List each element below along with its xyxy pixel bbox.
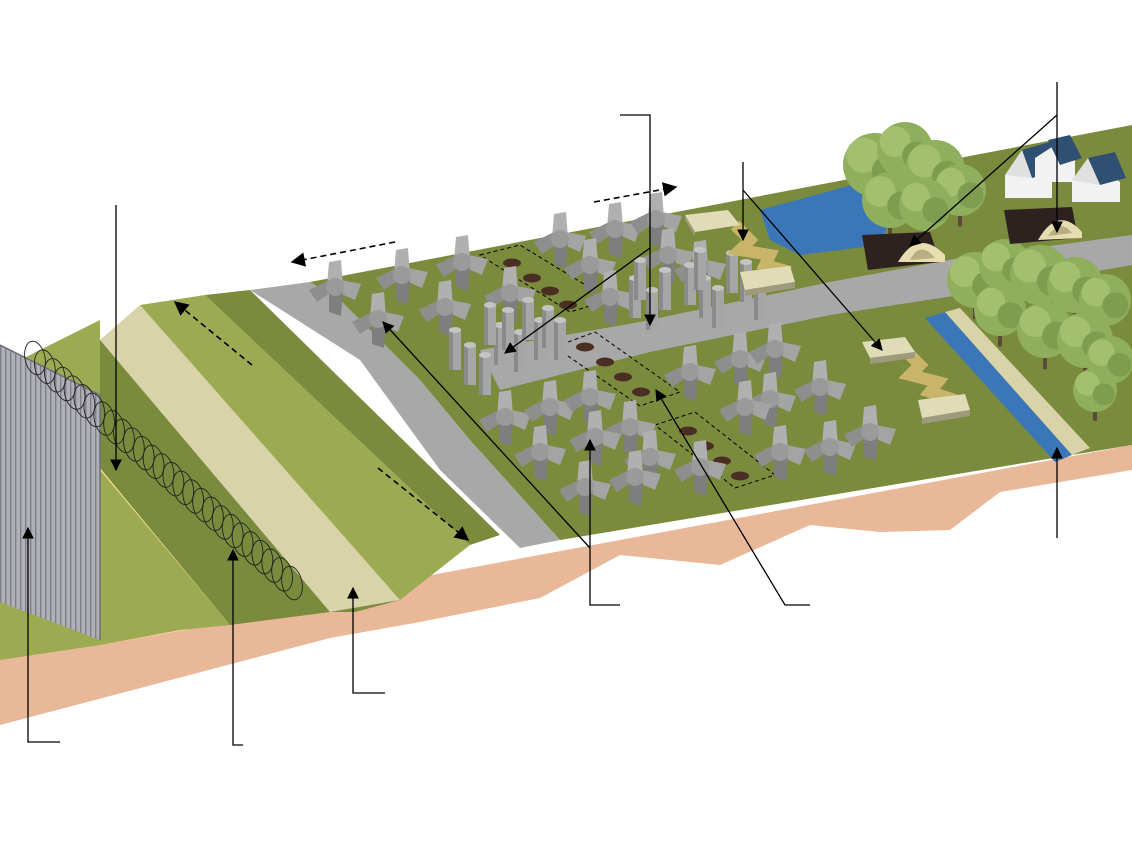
- wire-loop: [113, 418, 135, 454]
- bollard: [502, 307, 514, 350]
- tetrapod: [376, 248, 428, 304]
- bollard: [542, 305, 554, 348]
- callout-bunkers-b: [909, 114, 1058, 247]
- callout-razor-wire: [227, 548, 243, 746]
- patrol-road: [250, 282, 560, 548]
- tetrapod: [534, 212, 586, 268]
- callout-trench-b: [742, 189, 883, 351]
- direction-arrow: [290, 241, 396, 267]
- callout-bollards: [620, 114, 656, 327]
- bollard: [684, 262, 696, 305]
- tetrapod: [804, 420, 856, 476]
- wire-loop: [83, 392, 106, 428]
- tetrapod: [674, 440, 726, 496]
- tetrapod: [479, 390, 531, 446]
- direction-arrow: [173, 301, 253, 366]
- tetrapod: [714, 332, 766, 388]
- tree-cover: [843, 122, 1132, 421]
- razor-wire-coil: [24, 340, 303, 601]
- wire-loop: [172, 470, 195, 506]
- village-houses: [1005, 135, 1126, 202]
- bollard: [554, 317, 566, 360]
- wire-loop: [231, 522, 254, 557]
- wire-loop: [34, 349, 56, 384]
- callout-bollards-b: [504, 247, 651, 354]
- callout-berm-base: [347, 586, 385, 694]
- mine-pit-rows: [478, 244, 777, 489]
- tetrapod: [484, 266, 536, 322]
- tree: [1073, 368, 1117, 421]
- tetrapod: [794, 360, 846, 416]
- bollard: [712, 285, 724, 328]
- wire-loop: [93, 401, 116, 436]
- wire-loop: [152, 453, 175, 488]
- tetrapod: [844, 405, 896, 461]
- canal-bank: [945, 308, 1090, 455]
- bunker: [1004, 207, 1082, 244]
- bollard: [646, 287, 658, 330]
- wire-loop: [73, 384, 96, 419]
- callout-fence: [22, 526, 60, 743]
- tetrapod: [749, 322, 801, 378]
- wire-loop: [24, 340, 46, 376]
- bollard: [464, 342, 476, 385]
- wire-loop: [251, 539, 274, 575]
- wire-loop: [281, 565, 303, 601]
- bollard: [634, 257, 646, 300]
- wire-loop: [202, 496, 224, 531]
- callout-lines: [22, 82, 1063, 746]
- tetrapod: [754, 425, 806, 481]
- tetrapod: [589, 202, 641, 258]
- wire-loop: [122, 427, 145, 462]
- callout-mine-pits: [655, 388, 810, 606]
- wire-loop: [182, 479, 205, 514]
- grass-belt-light: [100, 470, 230, 645]
- earthen-berm: [100, 290, 500, 612]
- tetrapod: [514, 425, 566, 481]
- direction-arrows: [173, 182, 678, 541]
- tetrapod: [630, 192, 682, 248]
- bollard: [726, 250, 738, 293]
- bollard: [659, 267, 671, 310]
- wire-loop: [211, 505, 234, 540]
- wire-loop: [192, 487, 214, 523]
- irrigation-canal: [925, 312, 1072, 462]
- wire-loop: [221, 513, 244, 549]
- wire-loop: [103, 410, 125, 445]
- bollard: [449, 327, 461, 370]
- bollard: [484, 302, 496, 345]
- tree: [974, 284, 1026, 347]
- tetrapod: [436, 235, 488, 291]
- wire-loop: [162, 461, 185, 497]
- tetrapod: [609, 450, 661, 506]
- house: [1072, 152, 1126, 202]
- tetrapod: [664, 345, 716, 401]
- ground-cut-face: [0, 445, 1132, 846]
- bollard: [522, 297, 534, 340]
- tetrapod: [309, 260, 361, 316]
- wire-loop: [53, 366, 76, 402]
- tree: [1079, 274, 1131, 337]
- border-fence: [0, 344, 101, 640]
- wire-loop: [63, 375, 86, 410]
- bollard: [479, 352, 491, 395]
- wire-loop: [241, 531, 264, 566]
- callout-tetrapods: [589, 548, 620, 606]
- tetrapod: [719, 380, 771, 436]
- wire-loop: [261, 548, 284, 583]
- tetrapod: [524, 380, 576, 436]
- wire-loop: [271, 557, 293, 592]
- tetrapod: [584, 270, 636, 326]
- tree: [899, 179, 951, 242]
- wire-loop: [142, 444, 165, 480]
- callout-tetrapods-a: [382, 321, 591, 549]
- wire-loop: [132, 435, 155, 471]
- direction-arrow: [593, 182, 678, 203]
- bollard: [694, 247, 706, 290]
- wire-loop: [43, 358, 66, 393]
